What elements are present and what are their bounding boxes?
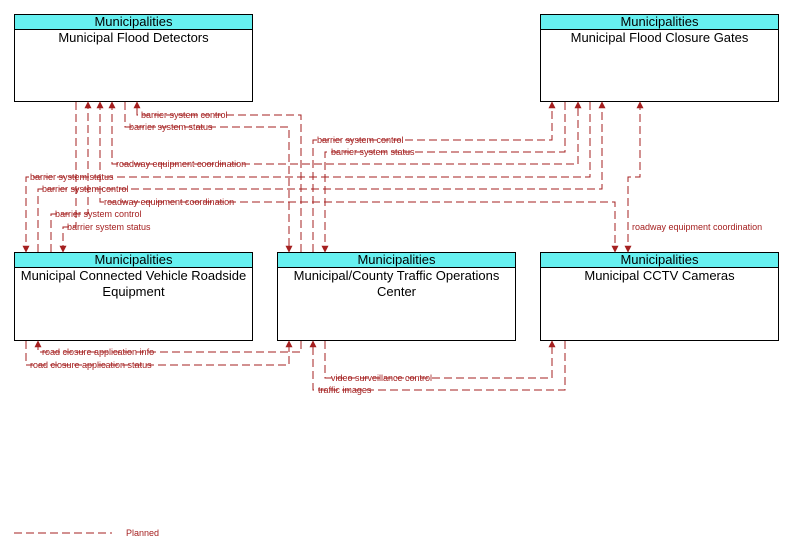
flow-label: barrier system status <box>67 222 151 232</box>
flow-roadway-coordination-detectors-cctv <box>96 101 619 253</box>
node-cctv-cameras[interactable]: Municipalities Municipal CCTV Cameras <box>540 252 779 341</box>
node-title: Municipal Flood Detectors <box>58 30 209 45</box>
flow-label: barrier system status <box>129 122 213 132</box>
flow-label: road closure application status <box>30 360 152 370</box>
flow-label: road closure application info <box>42 347 154 357</box>
flow-label: barrier system status <box>331 147 415 157</box>
flow-road-closure-info-toc-cv <box>34 340 302 353</box>
flow-road-closure-status-cv-toc <box>25 340 293 366</box>
node-flood-closure-gates[interactable]: Municipalities Municipal Flood Closure G… <box>540 14 779 102</box>
flow-label: traffic images <box>318 385 372 395</box>
flow-label: roadway equipment coordination <box>116 159 246 169</box>
legend-planned-label: Planned <box>126 528 159 538</box>
flow-roadway-coordination-gates-cctv <box>624 101 644 253</box>
flow-barrier-control-cv-gates <box>37 101 606 252</box>
node-title: Municipal Connected Vehicle Roadside Equ… <box>20 268 247 299</box>
flow-barrier-control-cv-detectors <box>50 101 92 252</box>
node-category: Municipalities <box>278 253 515 268</box>
flow-label: barrier system control <box>317 135 404 145</box>
flow-label: barrier system status <box>30 172 114 182</box>
node-title: Municipal Flood Closure Gates <box>570 30 749 45</box>
node-category: Municipalities <box>541 15 778 30</box>
flow-label: barrier system control <box>55 209 142 219</box>
node-title: Municipal CCTV Cameras <box>584 268 735 283</box>
node-title: Municipal/County Traffic Operations Cent… <box>293 268 500 299</box>
flow-barrier-status-detectors-cv <box>59 102 77 253</box>
flow-label: barrier system control <box>141 110 228 120</box>
node-category: Municipalities <box>541 253 778 268</box>
flow-video-control-toc-cctv <box>324 340 556 379</box>
flow-label: roadway equipment coordination <box>632 222 762 232</box>
node-traffic-operations-center[interactable]: Municipalities Municipal/County Traffic … <box>277 252 516 341</box>
node-cv-roadside-equipment[interactable]: Municipalities Municipal Connected Vehic… <box>14 252 253 341</box>
node-category: Municipalities <box>15 15 252 30</box>
flow-label: video surveillance control <box>331 373 432 383</box>
flow-traffic-images-cctv-toc <box>309 340 566 391</box>
node-flood-detectors[interactable]: Municipalities Municipal Flood Detectors <box>14 14 253 102</box>
flow-label: roadway equipment coordination <box>104 197 234 207</box>
flow-label: barrier system control <box>42 184 129 194</box>
node-category: Municipalities <box>15 253 252 268</box>
